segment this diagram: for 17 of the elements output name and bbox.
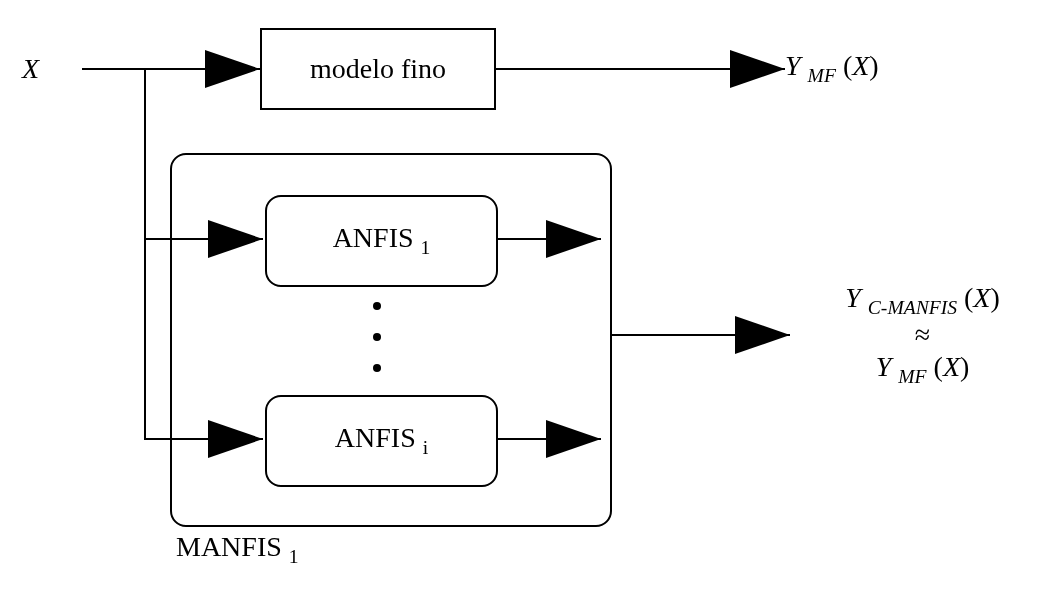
formula-text: Y $_{MF}$ (X): [785, 50, 879, 88]
arrow: [495, 220, 602, 258]
box-label: modelo fino: [309, 52, 447, 86]
box-label: ANFIS $_{1}$: [332, 222, 431, 260]
arrow: [495, 420, 602, 458]
formula-text: Y $_{C-MANFIS}$ (X): [845, 281, 1000, 319]
process-box: [265, 395, 498, 487]
formula-text: ≈: [914, 318, 931, 352]
box-label: ANFIS $_{i}$: [334, 422, 429, 460]
group-label: MANFIS $_{1}$: [176, 531, 299, 569]
formula-text: X: [22, 52, 40, 86]
arrow: [495, 50, 786, 88]
process-box: [260, 28, 496, 110]
process-box: [265, 195, 498, 287]
arrow: [611, 316, 791, 354]
formula-text: Y $_{MF}$ (X): [875, 351, 970, 389]
arrow: [81, 68, 264, 458]
